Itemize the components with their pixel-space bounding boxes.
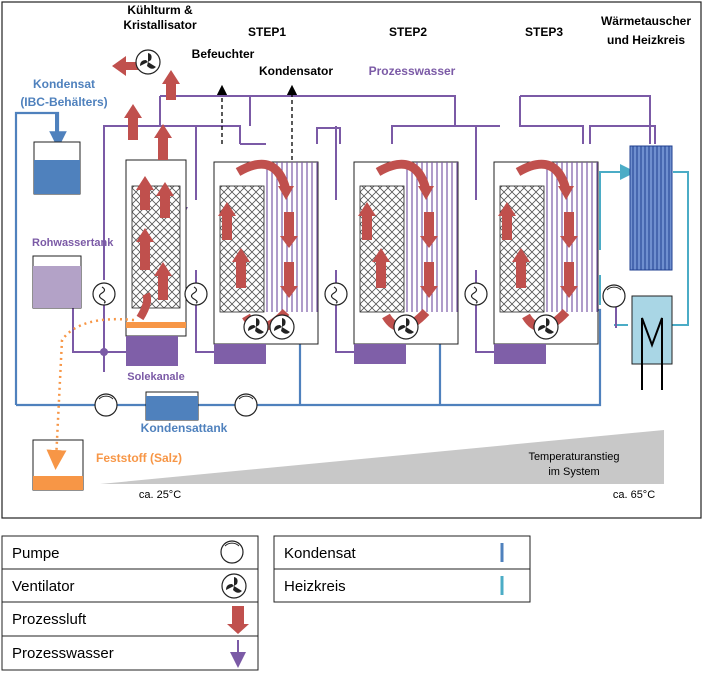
- legend-prozessluft-label: Prozessluft: [12, 611, 87, 628]
- diagram-frame: [1, 1, 702, 519]
- label-prozesswasser: Prozesswasser: [369, 64, 456, 78]
- label-kondensator: Kondensator: [259, 64, 333, 78]
- fan-icon: [269, 314, 295, 340]
- legend-prozesswasser-label: Prozesswasser: [12, 645, 114, 662]
- fan-icon: [393, 314, 419, 340]
- label-temperaturanstieg-2: im System: [548, 466, 599, 478]
- process-air-arrow-icon: [227, 606, 249, 634]
- label-solekanale: Solekanale: [127, 371, 184, 383]
- heizkreis-heater: [631, 295, 673, 390]
- label-feststoff: Feststoff (Salz): [96, 451, 182, 465]
- label-befeuchter: Befeuchter: [192, 47, 255, 61]
- kondensattank: [145, 391, 199, 421]
- pump-icon: [324, 282, 348, 306]
- fan-icon: [243, 314, 269, 340]
- pump-icon: [464, 282, 488, 306]
- label-kondensattank: Kondensattank: [141, 421, 228, 435]
- label-kondensat-2: (IBC-Behälters): [20, 95, 107, 109]
- kuehlturm-column: [125, 159, 187, 366]
- process-air-arrows: [112, 56, 180, 300]
- pump-icon: [234, 393, 258, 417]
- legend-pumpe-label: Pumpe: [12, 545, 60, 562]
- legend-heizkreis-label: Heizkreis: [284, 578, 346, 595]
- pump-icon: [602, 284, 626, 308]
- pump-icon: [220, 540, 244, 564]
- fan-icon: [135, 49, 161, 75]
- label-kondensat-1: Kondensat: [33, 77, 95, 91]
- label-waermetauscher-1: Wärmetauscher: [601, 14, 691, 28]
- feststoff-tank: [32, 439, 84, 491]
- fan-icon: [533, 314, 559, 340]
- label-kuehlturm-2: Kristallisator: [123, 18, 197, 32]
- legend-right: Kondensat Heizkreis: [273, 535, 531, 603]
- label-rohwassertank: Rohwassertank: [32, 237, 114, 249]
- label-step3: STEP3: [525, 25, 563, 39]
- pump-icon: [92, 282, 116, 306]
- legend-ventilator-label: Ventilator: [12, 578, 75, 595]
- waermetauscher: [629, 145, 673, 271]
- label-temp-low: ca. 25°C: [139, 489, 181, 501]
- rohwasser-feed-line: [72, 305, 104, 353]
- rohwassertank: [32, 255, 82, 309]
- label-temp-high: ca. 65°C: [613, 489, 655, 501]
- label-temperaturanstieg-1: Temperaturanstieg: [528, 451, 619, 463]
- label-step1: STEP1: [248, 25, 286, 39]
- label-waermetauscher-2: und Heizkreis: [607, 33, 685, 47]
- legend-left: Pumpe Ventilator Prozessluft Prozesswass…: [1, 535, 259, 671]
- fan-icon: [221, 573, 247, 599]
- junction-dot: [100, 348, 108, 356]
- label-step2: STEP2: [389, 25, 427, 39]
- pump-icon: [94, 393, 118, 417]
- pump-icon: [184, 282, 208, 306]
- temperature-gradient: [100, 430, 664, 484]
- kondensat-ibc-tank: [33, 141, 81, 195]
- vapor-dashed-lines: [216, 84, 298, 160]
- step-air-arrowheads: [218, 186, 578, 298]
- legend-kondensat-label: Kondensat: [284, 545, 357, 562]
- step2-column: [353, 161, 459, 364]
- label-kuehlturm-1: Kühlturm &: [127, 3, 193, 17]
- salt-discharge-line: [46, 317, 135, 470]
